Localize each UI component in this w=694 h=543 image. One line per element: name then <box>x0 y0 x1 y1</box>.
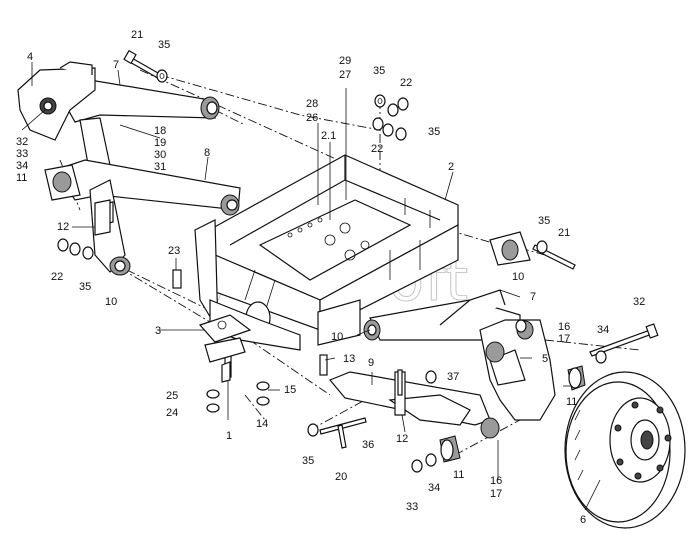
callout-30: 30 <box>154 149 166 161</box>
callout-35-right-upper: 35 <box>538 215 550 227</box>
callout-10-right: 10 <box>512 271 524 283</box>
callout-23: 23 <box>168 245 180 257</box>
callout-35-upper: 35 <box>373 65 385 77</box>
callout-22-left: 22 <box>51 271 63 283</box>
callout-9: 9 <box>368 357 374 369</box>
callout-31: 31 <box>154 161 166 173</box>
subframe <box>194 154 459 351</box>
callout-22-upper: 22 <box>400 77 412 89</box>
callout-29: 29 <box>339 55 351 67</box>
brackets <box>198 314 252 383</box>
callout-8: 8 <box>204 147 210 159</box>
callout-16-lower: 16 <box>490 475 502 487</box>
callout-27: 27 <box>339 69 351 81</box>
callout-labels: 4 7 21 35 29 27 35 22 22 35 28 26 2.1 18… <box>16 29 645 526</box>
callout-35-left: 35 <box>79 281 91 293</box>
lower-left-arm <box>44 159 241 216</box>
clamps <box>94 199 111 236</box>
callout-12-lower: 12 <box>396 433 408 445</box>
callout-34-right: 34 <box>597 324 609 336</box>
brake-disc <box>564 371 686 529</box>
callout-3: 3 <box>155 325 161 337</box>
callout-35-lower: 35 <box>302 455 314 467</box>
callout-18: 18 <box>154 125 166 137</box>
right-knuckle <box>479 319 556 439</box>
callout-24: 24 <box>166 407 178 419</box>
callout-1: 1 <box>226 430 232 442</box>
lower-right-arm <box>329 371 491 426</box>
callout-21-right: 21 <box>558 227 570 239</box>
callout-6: 6 <box>580 514 586 526</box>
callout-10-middle: 10 <box>331 331 343 343</box>
callout-32-right: 32 <box>633 296 645 308</box>
callout-2-1: 2.1 <box>321 130 336 142</box>
leader-lines <box>21 62 601 511</box>
callout-37: 37 <box>447 371 459 383</box>
callout-5: 5 <box>542 353 548 365</box>
callout-34-left: 34 <box>16 160 28 172</box>
callout-36: 36 <box>362 439 374 451</box>
left-knuckle <box>17 61 96 141</box>
callout-17-right: 17 <box>558 333 570 345</box>
callout-15: 15 <box>284 384 296 396</box>
callout-32-left: 32 <box>16 136 28 148</box>
callout-28: 28 <box>306 98 318 110</box>
callout-26: 26 <box>306 112 318 124</box>
washers-and-nuts <box>57 69 607 473</box>
callout-2: 2 <box>448 161 454 173</box>
callout-17-lower: 17 <box>490 488 502 500</box>
callout-10-left: 10 <box>105 296 117 308</box>
callout-4: 4 <box>27 51 33 63</box>
callout-35-top: 35 <box>158 39 170 51</box>
callout-25: 25 <box>166 390 178 402</box>
callout-33-lower: 33 <box>406 501 418 513</box>
callout-13: 13 <box>343 353 355 365</box>
callout-22-middle: 22 <box>371 143 383 155</box>
callout-11-right: 11 <box>566 396 577 408</box>
callout-19: 19 <box>154 137 166 149</box>
callout-11-left: 11 <box>16 172 27 184</box>
callout-35-right: 35 <box>428 126 440 138</box>
callout-16-right: 16 <box>558 321 570 333</box>
callout-14: 14 <box>256 418 268 430</box>
callout-12-left: 12 <box>57 221 69 233</box>
callout-7-left: 7 <box>113 59 119 71</box>
callout-33-left: 33 <box>16 148 28 160</box>
callout-20: 20 <box>335 471 347 483</box>
bushings <box>439 365 586 463</box>
callout-11-lower: 11 <box>453 469 464 481</box>
callout-21-top: 21 <box>131 29 143 41</box>
callout-7-right: 7 <box>530 291 536 303</box>
callout-34-lower: 34 <box>428 482 440 494</box>
